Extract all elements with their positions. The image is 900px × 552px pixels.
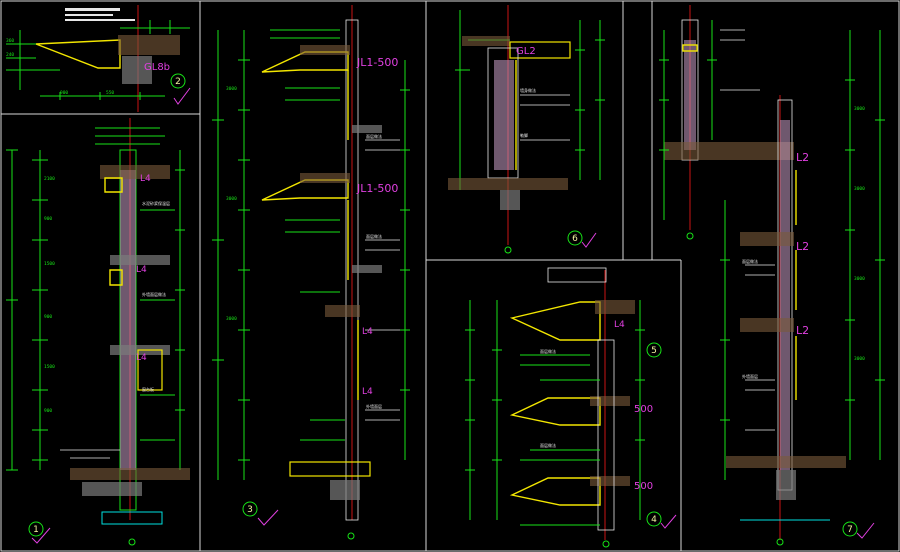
svg-text:1500: 1500 [44,261,55,267]
detail-number-1: 1 [28,521,44,537]
svg-text:L4: L4 [136,265,147,275]
svg-text:L4: L4 [140,174,151,184]
svg-text:1500: 1500 [44,364,55,370]
svg-text:7: 7 [847,525,853,535]
svg-text:外墙面层: 外墙面层 [366,403,382,409]
detail-number-2: 2 [170,73,186,89]
tag-GL2: GL2 [516,46,536,57]
svg-text:面层做法: 面层做法 [742,258,758,264]
tag-500-b: 500 [634,481,653,492]
svg-text:3000: 3000 [226,196,237,202]
tag-L2-a: L2 [796,151,809,164]
svg-text:3000: 3000 [854,186,865,192]
detail-3: 3000 3000 3000 面层做法 面层做法 外墙面层 JL1-500 JL1-… [212,5,410,540]
tag-GL8b: GL8b [144,62,170,73]
svg-text:550: 550 [106,90,114,96]
svg-text:墙身做法: 墙身做法 [520,87,536,93]
svg-text:5: 5 [651,346,657,356]
svg-text:外墙面层做法: 外墙面层做法 [142,291,166,297]
svg-text:360: 360 [6,38,14,44]
svg-text:900: 900 [44,314,52,320]
svg-text:外墙面层: 外墙面层 [742,373,758,379]
svg-text:3000: 3000 [226,316,237,322]
detail-7: 面层做法 外墙面层 3000 3000 3000 3000 L2 L2 L2 7 [659,5,885,546]
svg-text:L4: L4 [614,320,625,330]
svg-text:L2: L2 [796,151,809,164]
detail-number-7: 7 [842,521,858,537]
svg-text:3: 3 [247,505,253,515]
detail-2: 360 240 900 550 GL8b 2 [6,5,191,112]
svg-text:500: 500 [634,404,653,415]
tag-JL1-500-a: JL1-500 [356,56,398,69]
tag-500-a: 500 [634,404,653,415]
svg-text:L4: L4 [362,327,373,337]
svg-text:JL1-500: JL1-500 [356,182,398,195]
tag-L4-f: L4 [614,320,625,330]
svg-text:水泥砂浆保温层: 水泥砂浆保温层 [142,200,170,206]
detail-number-6: 6 [567,230,583,246]
svg-text:1: 1 [33,525,39,535]
svg-text:3000: 3000 [854,356,865,362]
svg-text:窗台板: 窗台板 [142,386,154,392]
detail-6: 墙身做法 勒脚 GL2 6 [448,5,605,254]
svg-text:面层做法: 面层做法 [366,233,382,239]
detail-number-5: 5 [646,342,662,358]
tag-L4-d: L4 [362,327,373,337]
svg-text:900: 900 [44,408,52,414]
svg-text:GL8b: GL8b [144,62,170,73]
svg-text:3000: 3000 [226,86,237,92]
svg-text:4: 4 [651,515,657,525]
detail-number-3: 3 [242,501,258,517]
svg-text:2: 2 [175,77,181,87]
svg-text:L4: L4 [362,387,373,397]
tag-L2-b: L2 [796,240,809,253]
svg-text:3000: 3000 [854,276,865,282]
tag-L4-e: L4 [362,387,373,397]
tag-JL1-500-b: JL1-500 [356,182,398,195]
svg-text:L4: L4 [136,353,147,363]
svg-text:900: 900 [60,90,68,96]
svg-text:面层做法: 面层做法 [540,442,556,448]
detail-4-5: 面层做法 面层做法 L4 500 500 5 4 [465,267,677,548]
svg-text:勒脚: 勒脚 [520,132,528,138]
svg-text:JL1-500: JL1-500 [356,56,398,69]
svg-text:500: 500 [634,481,653,492]
svg-text:6: 6 [572,234,578,244]
detail-number-4: 4 [646,511,662,527]
svg-text:240: 240 [6,52,14,58]
svg-text:面层做法: 面层做法 [540,348,556,354]
svg-text:2100: 2100 [44,176,55,182]
detail-1: 2100 900 1500 900 1500 900 水泥砂浆保温层 外墙面层做法 窗… [6,118,190,546]
svg-text:GL2: GL2 [516,46,536,57]
svg-text:3000: 3000 [854,106,865,112]
tag-L2-c: L2 [796,324,809,337]
tag-L4-c: L4 [136,353,147,363]
svg-text:面层做法: 面层做法 [366,133,382,139]
tag-L4-b: L4 [136,265,147,275]
svg-text:900: 900 [44,216,52,222]
tag-L4-a: L4 [140,174,151,184]
svg-text:L2: L2 [796,240,809,253]
svg-text:L2: L2 [796,324,809,337]
